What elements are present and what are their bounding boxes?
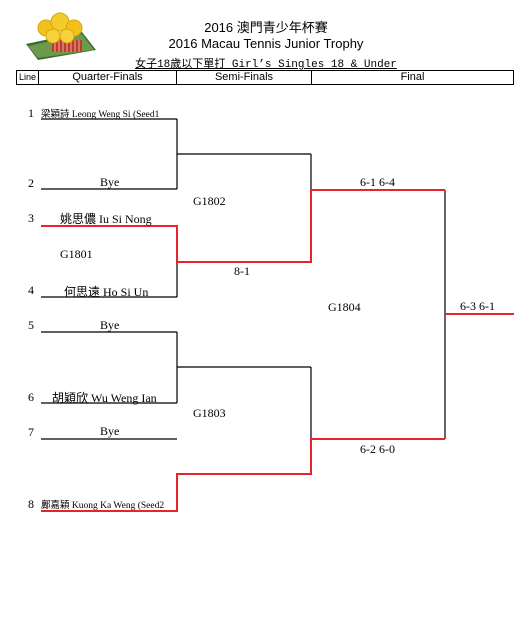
player-name-line-1: 梁穎詩 Leong Weng Si (Seed1	[41, 110, 160, 120]
player-name-line-4: 何思遠 Ho Si Un	[64, 285, 149, 299]
line-number: 8	[28, 497, 34, 511]
line-number: 2	[28, 176, 34, 190]
line-number: 7	[28, 425, 34, 439]
match-code-g1804: G1804	[328, 300, 361, 314]
score-semi-bottom: 6-2 6-0	[360, 442, 395, 456]
event-title: 女子18歲以下單打 Girl’s Singles 18 & Under	[135, 59, 397, 71]
player-name-line-2: Bye	[100, 175, 120, 189]
column-header-row: Line Quarter-Finals Semi-Finals Final	[16, 70, 514, 85]
winner-path-line-3	[41, 189, 445, 263]
player-name-line-6: 胡穎欣 Wu Weng Ian	[52, 391, 157, 405]
column-header-quarter-finals: Quarter-Finals	[39, 71, 177, 84]
winner-path-line-8	[41, 438, 445, 512]
line-number: 4	[28, 283, 34, 297]
line-number: 5	[28, 318, 34, 332]
column-header-semi-finals: Semi-Finals	[177, 71, 312, 84]
player-name-line-3: 姚思儂 Iu Si Nong	[60, 212, 152, 226]
line-number: 1	[28, 106, 34, 120]
title-english: 2016 Macau Tennis Junior Trophy	[168, 36, 364, 51]
tournament-logo-icon	[26, 12, 96, 60]
score-semi-top: 6-1 6-4	[360, 175, 395, 189]
score-g1801: 8-1	[234, 264, 250, 278]
player-name-line-7: Bye	[100, 424, 120, 438]
column-header-line: Line	[17, 71, 39, 84]
match-code-g1803: G1803	[193, 406, 226, 420]
line-number: 3	[28, 211, 34, 225]
title-chinese: 2016 澳門青少年杯賽	[204, 20, 328, 35]
player-name-line-5: Bye	[100, 318, 120, 332]
match-code-g1801: G1801	[60, 247, 93, 261]
player-name-line-8: 鄺嘉穎 Kuong Ka Weng (Seed2	[41, 501, 165, 511]
column-header-final: Final	[400, 71, 425, 83]
line-number: 6	[28, 390, 34, 404]
match-code-g1802: G1802	[193, 194, 226, 208]
score-final: 6-3 6-1	[460, 299, 495, 313]
